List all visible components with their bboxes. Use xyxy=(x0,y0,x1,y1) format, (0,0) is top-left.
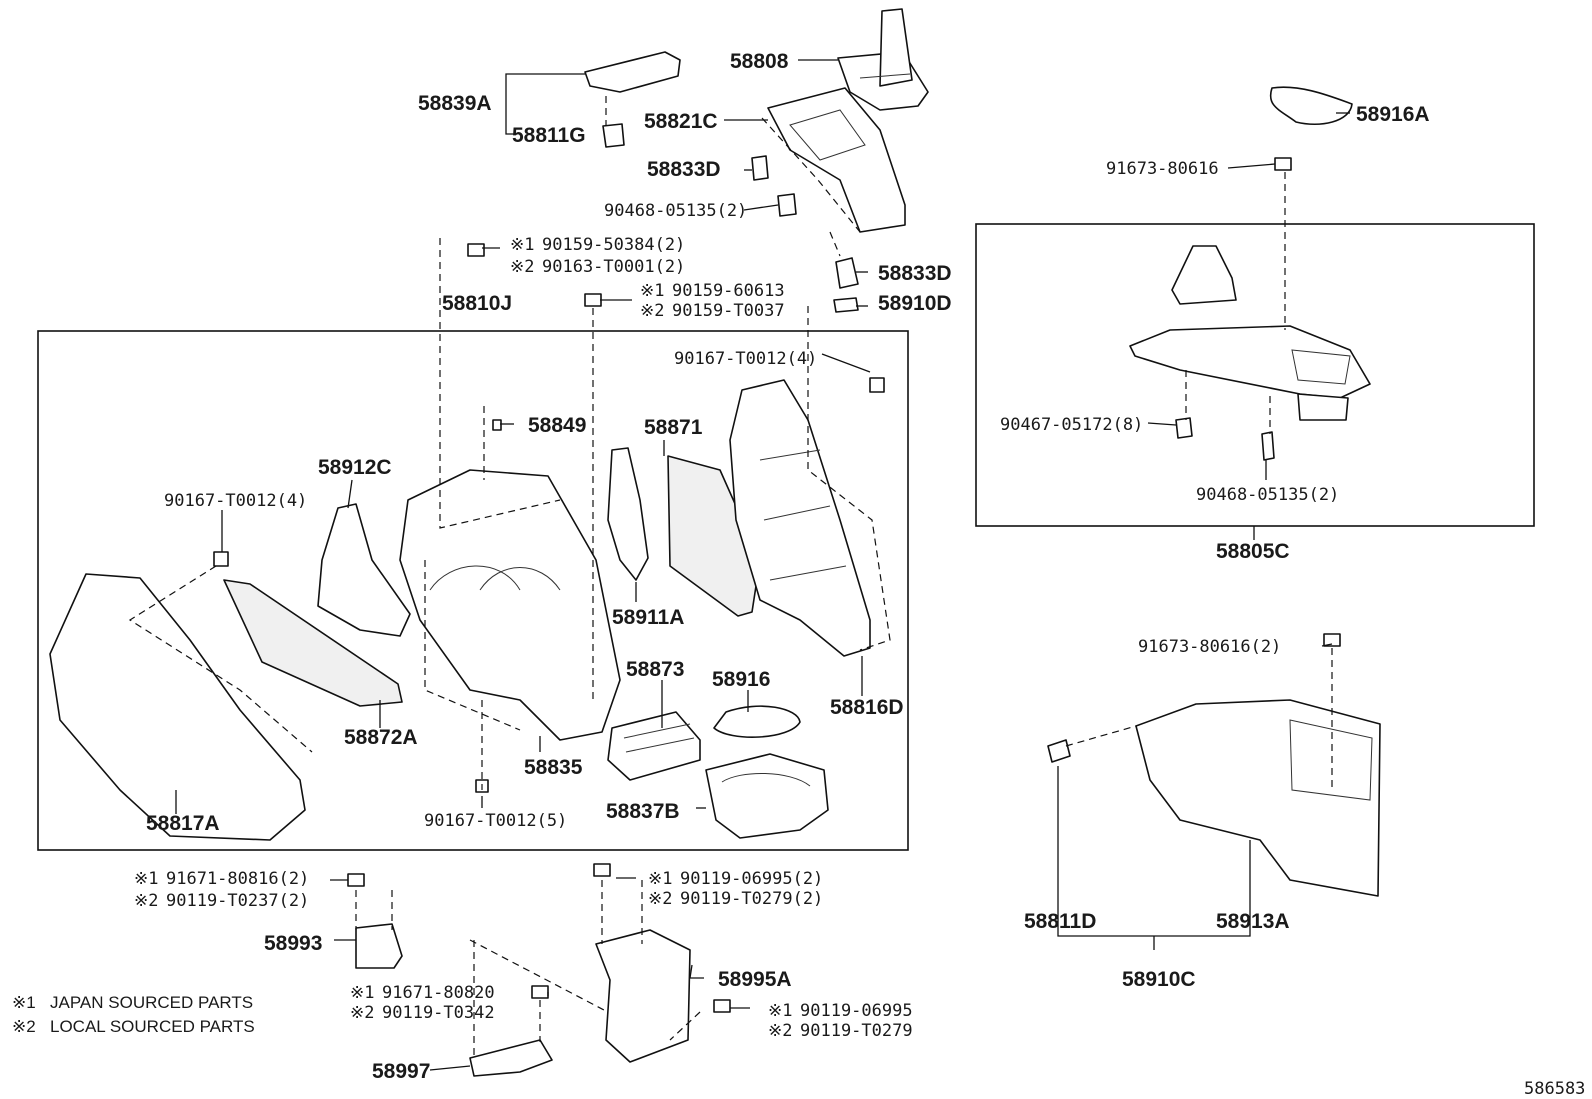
alt-c1-mark: ※1 xyxy=(134,869,158,889)
label-58833D-top: 58833D xyxy=(647,158,721,181)
label-58916A: 58916A xyxy=(1356,103,1430,126)
alt-e2-mark: ※2 xyxy=(350,1003,374,1023)
alt-a1-mark: ※1 xyxy=(510,235,534,255)
screw-icons xyxy=(213,157,1341,1013)
alt-d1-num: 90119-06995(2) xyxy=(680,869,823,889)
leader-lines xyxy=(175,59,1350,1071)
label-58912C: 58912C xyxy=(318,456,392,479)
alt-d2-mark: ※2 xyxy=(648,889,672,909)
alt-a2-mark: ※2 xyxy=(510,257,534,277)
label-58810J: 58810J xyxy=(442,292,512,315)
alt-e1-mark: ※1 xyxy=(350,983,374,1003)
label-58910D: 58910D xyxy=(878,292,952,315)
alt-b1-num: 90159-60613 xyxy=(672,281,785,301)
label-58993: 58993 xyxy=(264,932,322,955)
alt-c1-num: 91671-80816(2) xyxy=(166,869,309,889)
rear-box-part xyxy=(1047,699,1381,897)
label-90167-right: 90167-T0012(4) xyxy=(674,349,817,369)
alt-c2-mark: ※2 xyxy=(134,891,158,911)
diagram-id: 586583 xyxy=(1524,1079,1585,1099)
legend-text-1: JAPAN SOURCED PARTS xyxy=(50,993,253,1012)
label-58997: 58997 xyxy=(372,1060,430,1083)
label-91673-mid: 91673-80616(2) xyxy=(1138,637,1281,657)
label-58995A: 58995A xyxy=(718,968,792,991)
label-58849: 58849 xyxy=(528,414,586,437)
bracket-58995A-part xyxy=(595,929,691,1063)
label-90467: 90467-05172(8) xyxy=(1000,415,1143,435)
alt-f2-mark: ※2 xyxy=(768,1021,792,1041)
pad-58871-part xyxy=(667,455,761,617)
label-58805C: 58805C xyxy=(1216,540,1290,563)
console-body-part xyxy=(399,469,621,741)
label-58811G: 58811G xyxy=(512,124,586,147)
legend-mark-1: ※1 xyxy=(12,993,36,1012)
label-90167-left: 90167-T0012(4) xyxy=(164,491,307,511)
label-58872A: 58872A xyxy=(344,726,418,749)
label-90167-bottom: 90167-T0012(5) xyxy=(424,811,567,831)
label-90468-box: 90468-05135(2) xyxy=(1196,485,1339,505)
legend-text-2: LOCAL SOURCED PARTS xyxy=(50,1017,255,1036)
cup-holder-parts xyxy=(607,705,829,839)
assembly-lines xyxy=(128,96,1333,1060)
legend-mark-2: ※2 xyxy=(12,1017,36,1036)
label-58811D: 58811D xyxy=(1024,910,1096,933)
alt-b2-mark: ※2 xyxy=(640,301,664,321)
clip-58910D-part xyxy=(833,297,859,313)
label-58910C: 58910C xyxy=(1122,968,1196,991)
alt-f1-mark: ※1 xyxy=(768,1001,792,1021)
label-58808: 58808 xyxy=(730,50,789,73)
label-58913A: 58913A xyxy=(1216,910,1290,933)
alt-b1-mark: ※1 xyxy=(640,281,664,301)
alt-d2-num: 90119-T0279(2) xyxy=(680,889,823,909)
right-side-panel-part xyxy=(729,379,871,657)
alt-e1-num: 91671-80820 xyxy=(382,983,495,1003)
label-58833D-mid: 58833D xyxy=(878,262,952,285)
bracket-58911A-part xyxy=(607,447,649,581)
label-58817A: 58817A xyxy=(146,812,220,835)
label-58839A: 58839A xyxy=(418,92,492,115)
label-58816D: 58816D xyxy=(830,696,904,719)
console-assy-frame xyxy=(37,330,909,851)
alt-a2-num: 90163-T0001(2) xyxy=(542,257,685,277)
label-58911A: 58911A xyxy=(612,606,684,629)
label-58821C: 58821C xyxy=(644,110,718,133)
label-58835: 58835 xyxy=(524,756,583,779)
label-58916: 58916 xyxy=(712,668,770,691)
alt-f1-num: 90119-06995 xyxy=(800,1001,913,1021)
alt-c2-num: 90119-T0237(2) xyxy=(166,891,309,911)
box-sub-assy-part xyxy=(1129,86,1371,461)
label-58871: 58871 xyxy=(644,416,703,439)
clip-90468-top-part xyxy=(777,193,797,217)
alt-b2-num: 90159-T0037 xyxy=(672,301,785,321)
shift-boot-part xyxy=(837,8,929,111)
clip-58833D-mid-part xyxy=(835,257,859,289)
label-58873: 58873 xyxy=(626,658,684,681)
clip-58833D-top-part xyxy=(751,155,769,181)
bracket-58993-part xyxy=(355,923,403,969)
shift-panel-part xyxy=(767,87,906,233)
label-90468-top: 90468-05135(2) xyxy=(604,201,747,221)
upper-panel-part xyxy=(584,51,681,148)
alt-f2-num: 90119-T0279 xyxy=(800,1021,913,1041)
alt-e2-num: 90119-T0342 xyxy=(382,1003,495,1023)
label-91673-top: 91673-80616 xyxy=(1106,159,1219,179)
left-side-panel-part xyxy=(49,573,403,841)
box-sub-assy-frame xyxy=(975,223,1535,527)
alt-a1-num: 90159-50384(2) xyxy=(542,235,685,255)
label-58837B: 58837B xyxy=(606,800,680,823)
bracket-58997-part xyxy=(469,1039,553,1077)
bracket-58912C-part xyxy=(317,503,411,637)
alt-d1-mark: ※1 xyxy=(648,869,672,889)
